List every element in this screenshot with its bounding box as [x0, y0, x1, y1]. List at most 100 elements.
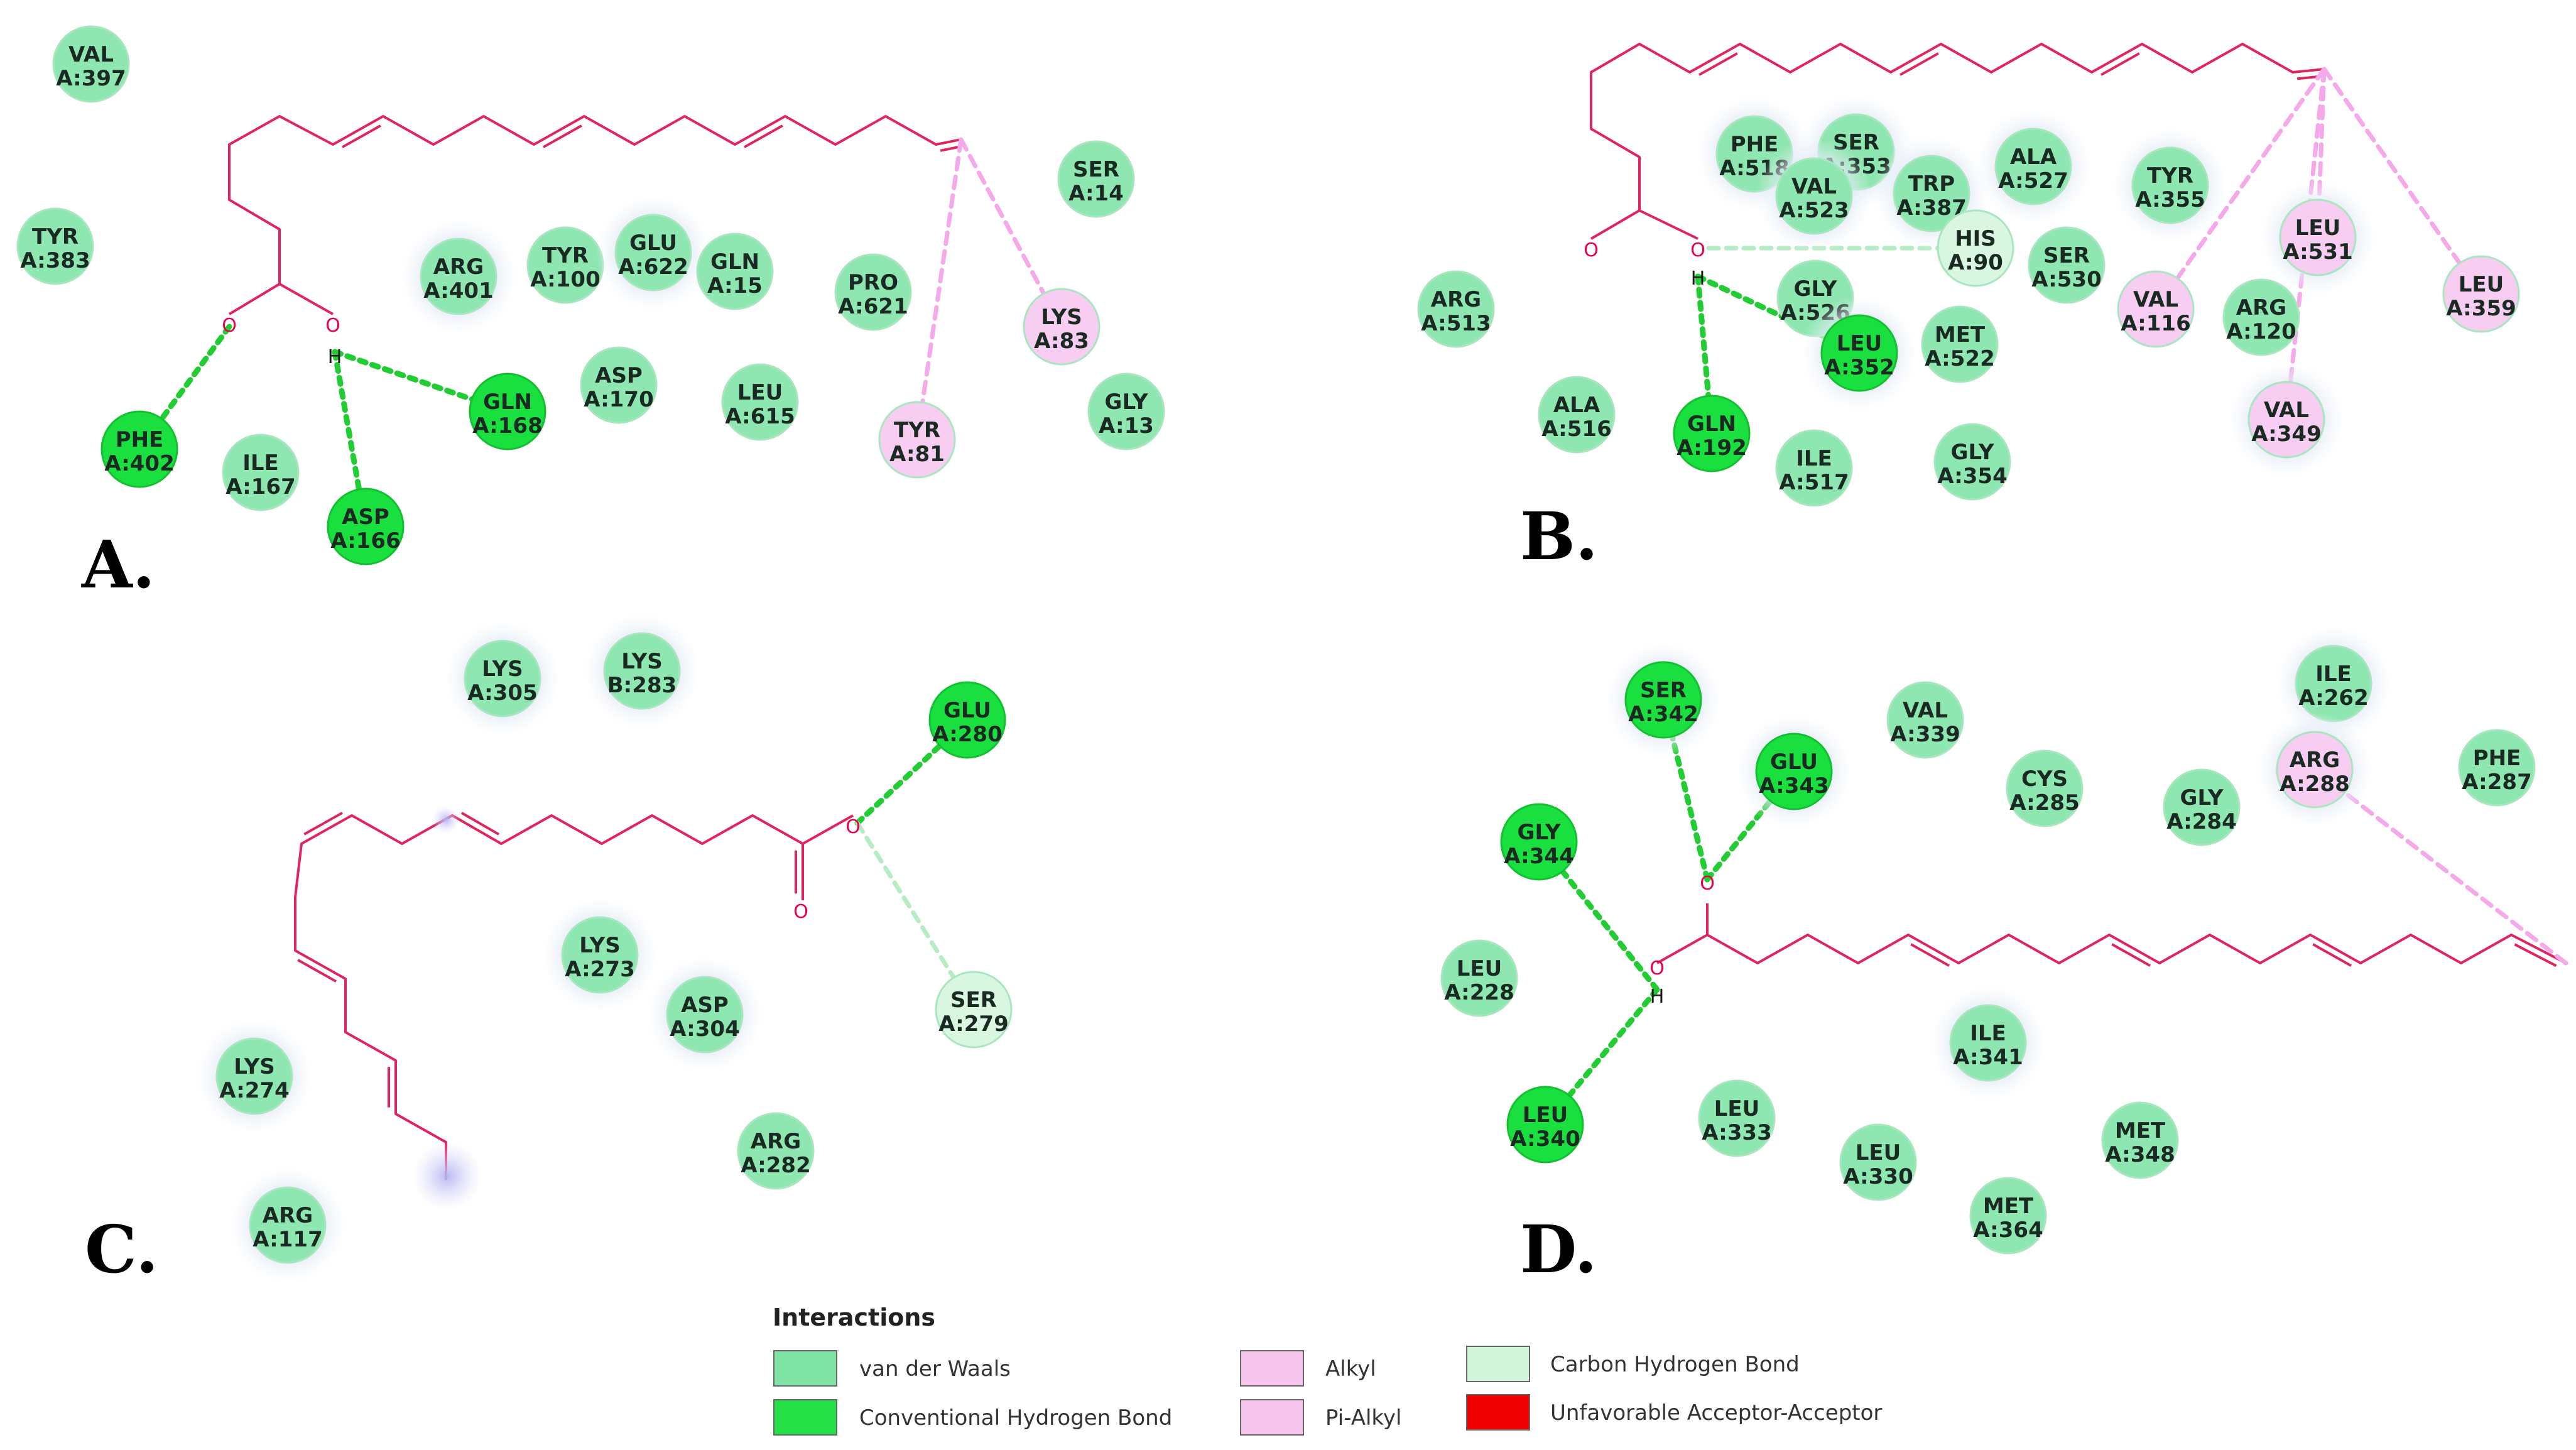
residue-name: ARG [2236, 295, 2286, 320]
residue-circle [1949, 1004, 2027, 1082]
legend-label-pialkyl: Pi-Alkyl [1325, 1405, 1401, 1431]
residue-id: A:116 [2121, 311, 2191, 336]
residue-id: A:282 [741, 1153, 811, 1178]
ligand-chain [1590, 43, 2325, 240]
legend-label-chbond: Carbon Hydrogen Bond [1550, 1352, 1800, 1377]
residue-circle [249, 1186, 327, 1264]
residue-name: ILE [242, 450, 279, 476]
residue-id: A:340 [1510, 1126, 1580, 1152]
residue-id: A:280 [932, 722, 1003, 747]
residue-name: PHE [1731, 132, 1779, 157]
residue-circle [737, 1112, 815, 1190]
residue-name: VAL [2264, 398, 2309, 423]
residue-name: GLU [629, 231, 677, 256]
residue-circle [935, 971, 1013, 1049]
double-bond [460, 812, 500, 836]
residue-id: A:228 [1444, 980, 1514, 1005]
residue-circle [603, 632, 681, 710]
residue-name: LEU [1714, 1096, 1760, 1121]
double-bond [1910, 943, 1950, 967]
legend-label-unfav: Unfavorable Acceptor-Acceptor [1550, 1400, 1882, 1425]
oxygen-atom-label: O [845, 816, 861, 838]
residue-name: ARG [263, 1203, 313, 1228]
residue-id: A:343 [1759, 773, 1829, 799]
residue-id: A:167 [226, 474, 296, 499]
residue-circle [834, 253, 912, 331]
residue-name: GLU [1770, 750, 1818, 775]
residue-name: ASP [595, 363, 643, 388]
residue-circle [2117, 270, 2195, 348]
oxygen-atom-label: O [793, 901, 808, 923]
residue-id: A:279 [938, 1011, 1009, 1037]
residue-circle [2006, 750, 2084, 827]
oxygen-atom-label: O [1690, 239, 1705, 261]
double-bond [2312, 943, 2352, 967]
residue-id: A:273 [565, 957, 635, 982]
residue-id: A:516 [1541, 417, 1612, 442]
residue-name: GLN [1687, 412, 1736, 437]
residue-name: SER [2043, 243, 2090, 268]
legend-title: Interactions [773, 1304, 935, 1331]
atom-labels: O O H O O H O O O O H [222, 239, 1715, 1008]
residue-name: VAL [68, 42, 114, 67]
hbond-interaction-line [1704, 768, 1797, 883]
residue-id: A:287 [2462, 770, 2532, 795]
double-bond [342, 124, 381, 148]
residue-id: A:83 [1034, 329, 1089, 354]
residue-name: PHE [2473, 746, 2521, 771]
residue-id: B:283 [607, 673, 677, 698]
residue-circle [2442, 255, 2520, 333]
residue-name: MET [1935, 322, 1986, 347]
residue-name: TYR [32, 224, 79, 249]
double-bond [940, 145, 960, 152]
residue-id: A:622 [618, 254, 688, 280]
panel-label-a: A. [81, 526, 155, 603]
residue-circle [1893, 155, 1970, 232]
residue-circle [469, 373, 546, 450]
residue-circle [2131, 146, 2209, 224]
residue-circle [1673, 395, 1751, 472]
residue-circle [1969, 1177, 2047, 1255]
residue-id: A:339 [1890, 722, 1960, 747]
residue-id: A:120 [2226, 319, 2296, 344]
ligand-chain [1656, 934, 1708, 964]
residue-circle [1755, 733, 1833, 810]
residue-name: TYR [542, 243, 589, 268]
residue-circle [2276, 731, 2354, 809]
residue-name: LEU [737, 380, 783, 405]
oxygen-atom-label: O [1700, 873, 1715, 895]
pi-highlight [432, 806, 460, 834]
residue-circle [1775, 429, 1853, 507]
legend-label-alkyl: Alkyl [1325, 1356, 1376, 1382]
residue-id: A:349 [2251, 422, 2322, 447]
residue-circle [1417, 270, 1495, 348]
residue-name: ALA [2010, 144, 2057, 170]
residue-circle [2279, 199, 2357, 276]
